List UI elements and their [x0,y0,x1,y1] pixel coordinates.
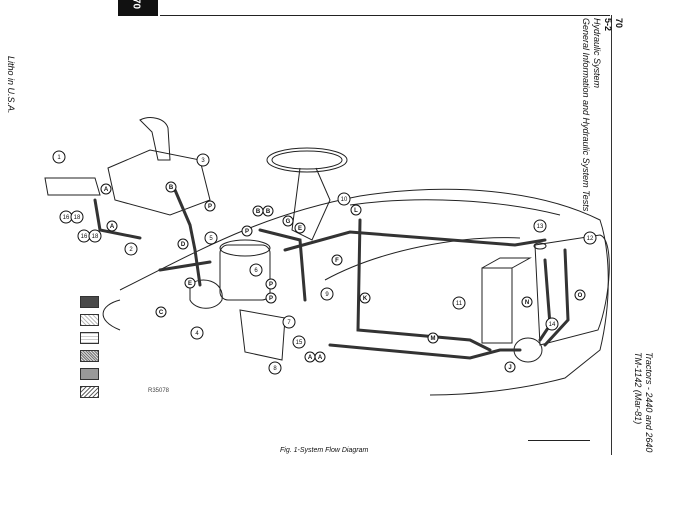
svg-text:18: 18 [92,234,99,240]
svg-text:N: N [525,300,529,306]
callout-16b: 16 [77,229,91,243]
callout-6: 6 [249,263,263,277]
svg-text:E: E [298,226,302,232]
callout-2: 2 [124,242,138,256]
line-legend [80,296,99,404]
callout-10: 10 [337,192,351,206]
svg-text:16: 16 [63,215,70,221]
svg-text:D: D [181,242,186,248]
svg-text:18: 18 [74,215,81,221]
callout-P4: P [265,292,277,304]
svg-text:F: F [335,258,339,264]
callout-P2: P [241,225,253,237]
svg-text:P: P [269,282,273,288]
figure-caption: Fig. 1-System Flow Diagram [280,447,369,454]
callout-B3: B [262,205,274,217]
svg-text:8: 8 [273,366,277,372]
callout-L: L [350,204,362,216]
svg-text:K: K [363,296,368,302]
callout-N: N [521,296,533,308]
callout-3: 3 [196,153,210,167]
svg-text:E: E [188,281,192,287]
callout-15: 15 [292,335,306,349]
callout-A2: A [106,220,118,232]
callout-12: 12 [583,231,597,245]
svg-text:A: A [308,355,313,361]
callout-8: 8 [268,361,282,375]
svg-text:12: 12 [587,236,594,242]
legend-swatch-5 [80,368,99,380]
svg-text:10: 10 [341,197,348,203]
top-rule [160,15,610,16]
callout-J: J [504,361,516,373]
svg-text:15: 15 [296,340,303,346]
callout-E2: E [294,222,306,234]
svg-text:G: G [286,219,291,225]
callout-P1: P [204,200,216,212]
callout-11: 11 [452,296,466,310]
svg-text:P: P [245,229,249,235]
callout-E1: E [184,277,196,289]
callout-18b: 18 [88,229,102,243]
svg-text:O: O [578,293,583,299]
svg-text:14: 14 [549,322,556,328]
svg-text:B: B [266,209,271,215]
callout-F: F [331,254,343,266]
svg-text:C: C [159,310,164,316]
svg-text:P: P [208,204,212,210]
svg-text:13: 13 [537,224,544,230]
callout-7: 7 [282,315,296,329]
callout-9: 9 [320,287,334,301]
callout-A3: A [304,351,316,363]
svg-text:B: B [169,185,174,191]
legend-swatch-3 [80,332,99,344]
callout-18a: 18 [70,210,84,224]
legend-swatch-6 [80,386,99,398]
svg-text:A: A [110,224,115,230]
svg-text:A: A [318,355,323,361]
callout-13: 13 [533,219,547,233]
legend-swatch-2 [80,314,99,326]
legend-swatch-1 [80,296,99,308]
svg-text:11: 11 [456,301,463,307]
callout-M: M [427,332,439,344]
svg-text:1: 1 [57,155,61,161]
svg-text:9: 9 [325,292,329,298]
svg-text:3: 3 [201,158,205,164]
svg-text:16: 16 [81,234,88,240]
svg-text:M: M [431,336,436,342]
callout-D: D [177,238,189,250]
callout-B2: B [252,205,264,217]
legend-swatch-4 [80,350,99,362]
callout-G: G [282,215,294,227]
svg-text:6: 6 [254,268,258,274]
callout-B1: B [165,181,177,193]
callout-1: 1 [52,150,66,164]
callout-K: K [359,292,371,304]
svg-text:P: P [269,296,273,302]
callout-O: O [574,289,586,301]
svg-text:7: 7 [287,320,291,326]
right-rule [611,15,612,455]
callout-5: 5 [204,231,218,245]
callout-C: C [155,306,167,318]
svg-text:2: 2 [129,247,133,253]
callout-14: 14 [545,317,559,331]
callout-16a: 16 [59,210,73,224]
callout-A1: A [100,183,112,195]
svg-text:5: 5 [209,236,213,242]
svg-text:B: B [256,209,261,215]
svg-text:L: L [354,208,358,214]
bottom-rule [528,440,590,441]
callout-A4: A [314,351,326,363]
section-tab: 70 [118,0,158,16]
svg-text:4: 4 [195,331,199,337]
svg-text:J: J [508,365,511,371]
callout-P3: P [265,278,277,290]
figure-id: R35078 [148,388,170,394]
callout-4: 4 [190,326,204,340]
svg-text:A: A [104,187,109,193]
